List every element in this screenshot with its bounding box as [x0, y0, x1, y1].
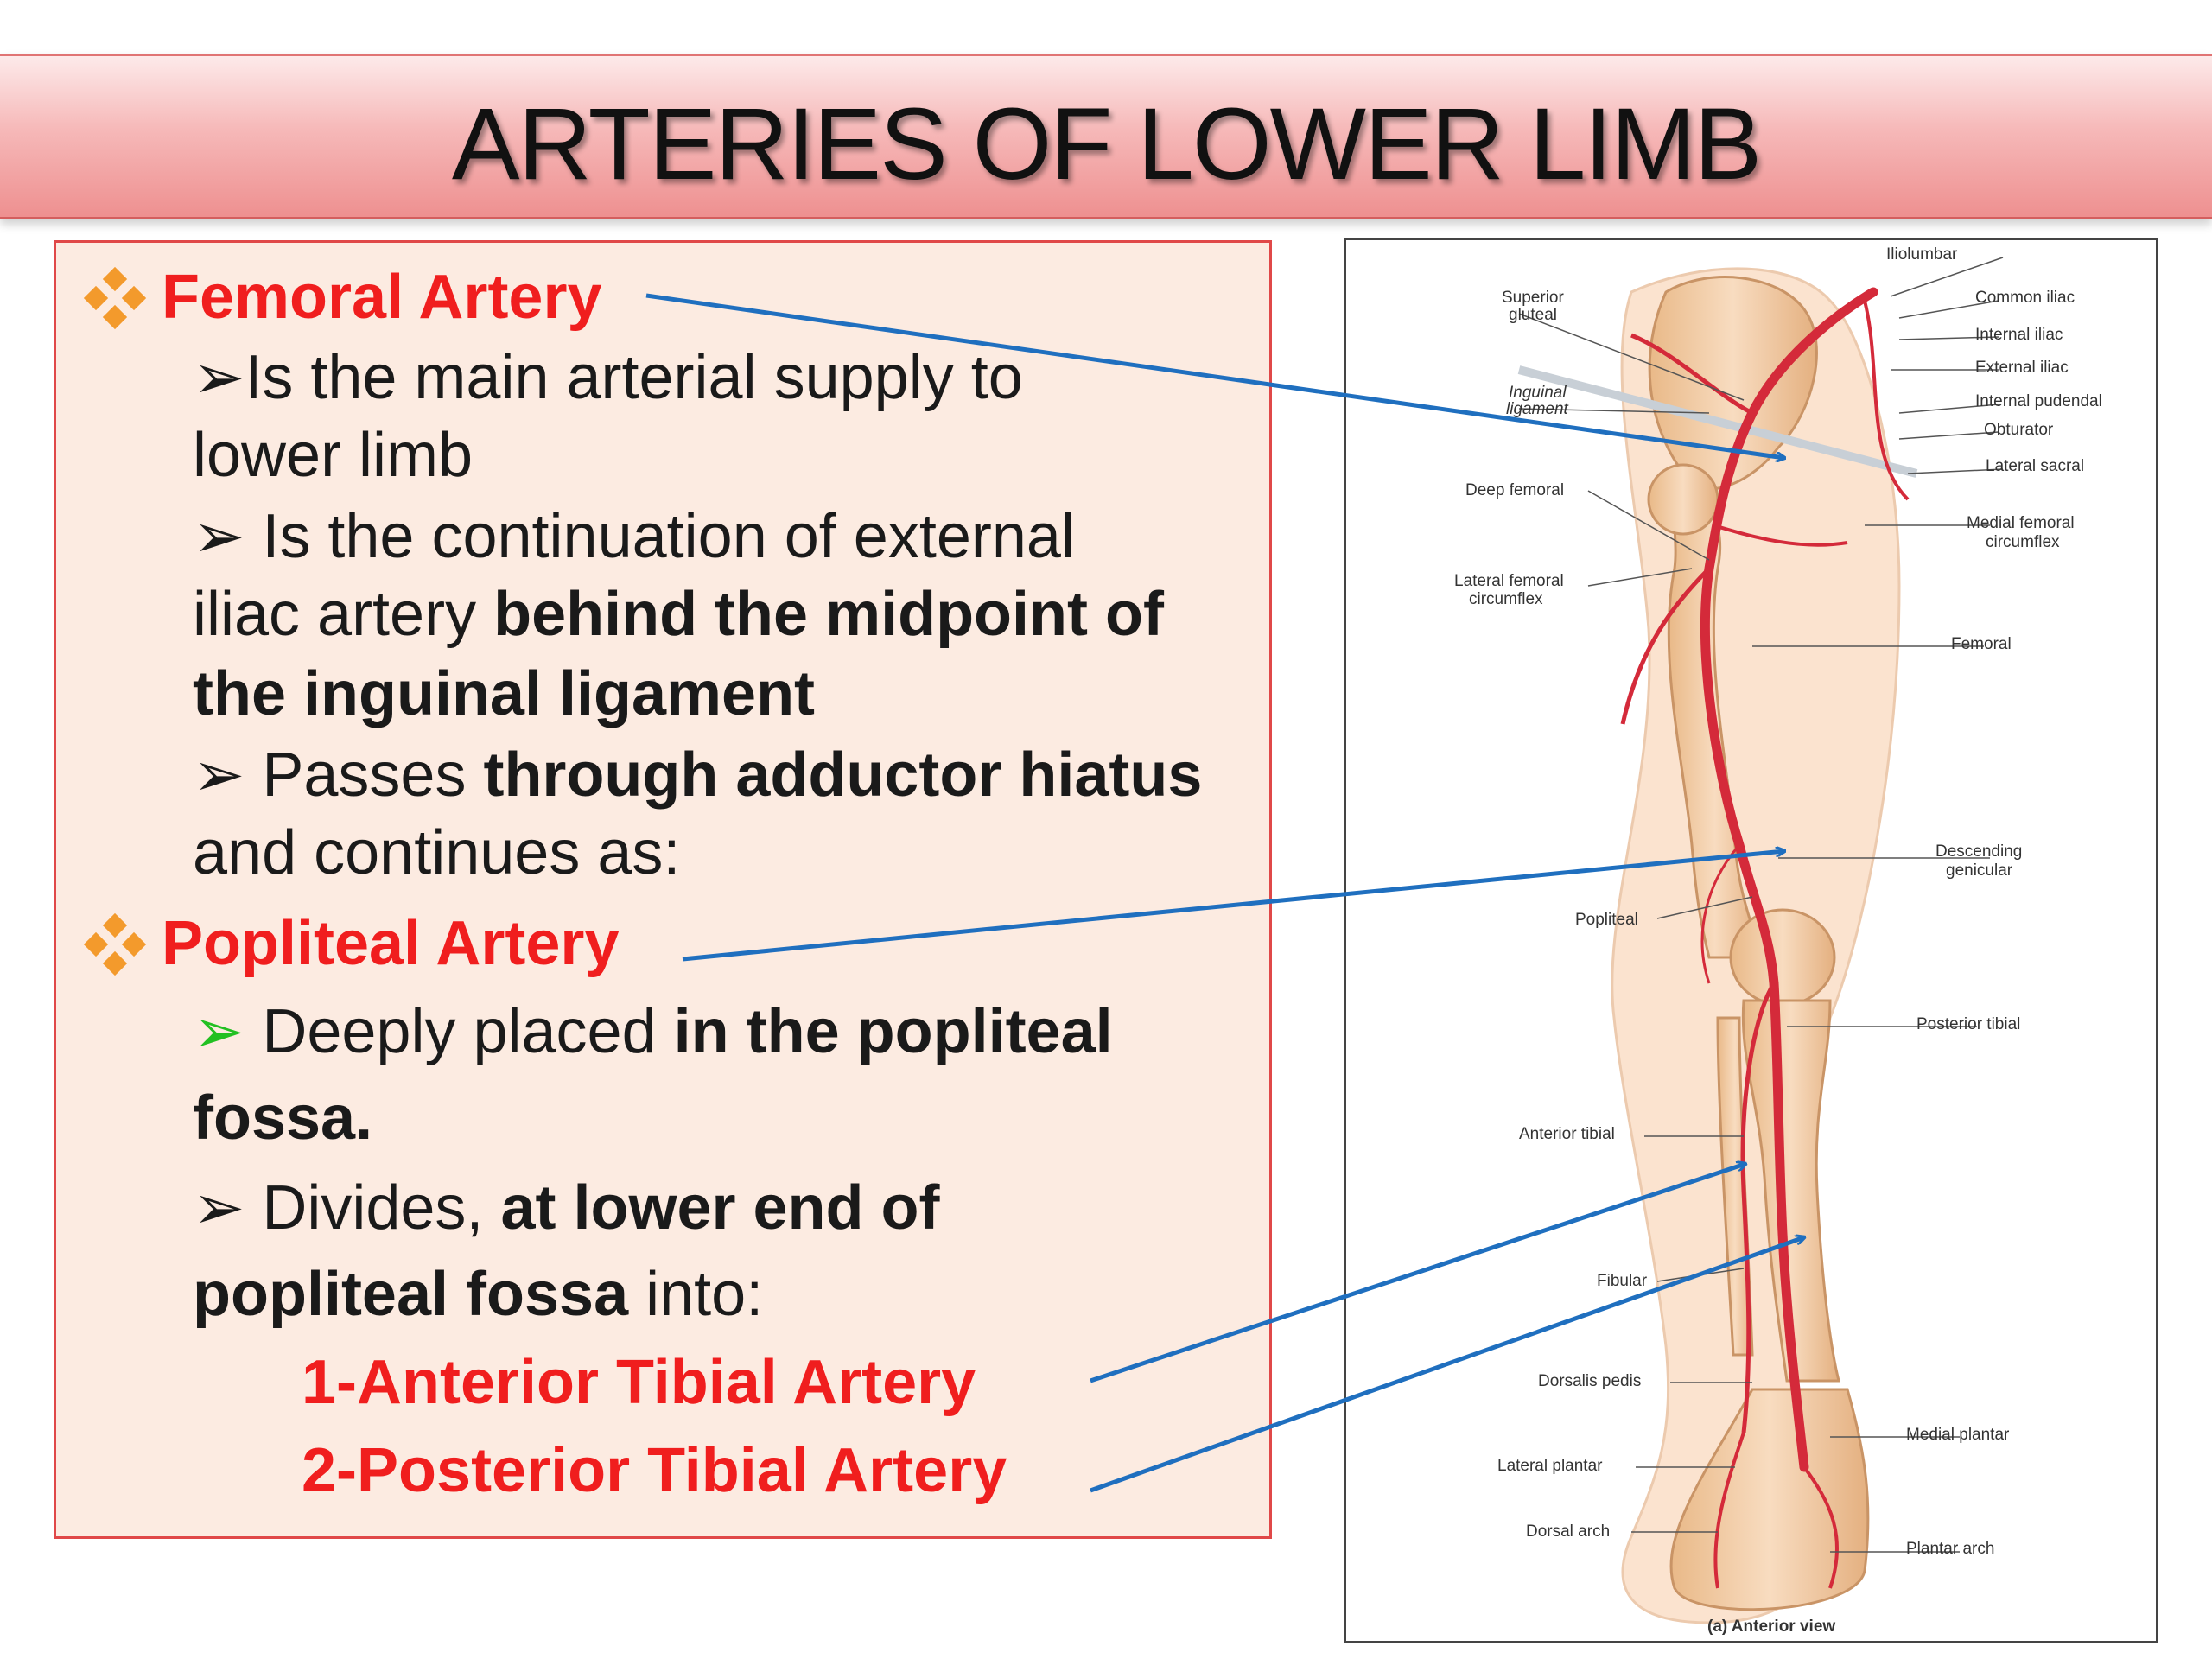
figure-caption: (a) Anterior view	[1707, 1618, 1835, 1636]
artery-branch	[1802, 1465, 1839, 1589]
figure-label: Superior	[1502, 289, 1564, 307]
artery-branch	[1620, 567, 1711, 725]
figure-label: Lateral plantar	[1497, 1457, 1603, 1475]
femoral-bullet-2-line-3: the inguinal ligament	[193, 659, 816, 728]
figure-label: Lateral sacral	[1986, 457, 2084, 475]
figure-label: Internal iliac	[1975, 326, 2063, 344]
femoral-bullet-2-line-2: iliac artery behind the midpoint of	[193, 580, 1164, 649]
femoral-pointer-arrow	[645, 293, 1784, 458]
artery-branch	[1630, 333, 1754, 416]
tibia-bone	[1741, 999, 1840, 1382]
figure-label: Femoral	[1951, 635, 2012, 653]
figure-label: Deep femoral	[1465, 481, 1564, 499]
figure-label: Dorsal arch	[1526, 1522, 1610, 1541]
green-arrow-bullet-icon: ➢	[193, 997, 245, 1066]
femoral-bullet-3-line-1: ➢ Passes through adductor hiatus	[193, 741, 1203, 810]
figure-label: Anterior tibial	[1519, 1125, 1615, 1143]
figure-label: Common iliac	[1975, 289, 2075, 307]
figure-label: Descending	[1936, 842, 2022, 861]
arrow-bullet-icon: ➢	[193, 1173, 245, 1243]
figure-label: Medial plantar	[1906, 1426, 2010, 1444]
artery-branch	[1863, 300, 1910, 501]
popliteal-bullet-2-line-2: popliteal fossa into:	[193, 1260, 764, 1329]
figure-label: genicular	[1946, 861, 2013, 880]
artery-branch	[1713, 1432, 1745, 1589]
popliteal-pointer-arrow	[682, 851, 1784, 962]
inguinal-ligament	[1517, 365, 1918, 478]
figure-label: circumflex	[1986, 533, 2060, 551]
anatomy-figure: Iliolumbar Common iliac Internal iliac E…	[1344, 238, 2158, 1643]
foot-bones	[1669, 1388, 1870, 1611]
figure-label: Dorsalis pedis	[1538, 1372, 1641, 1390]
fibula-bone	[1716, 1016, 1754, 1357]
figure-label: Internal pudendal	[1975, 392, 2102, 410]
popliteal-artery-heading: Popliteal Artery	[162, 909, 620, 978]
femoral-bullet-3-line-2: and continues as:	[193, 818, 681, 887]
posterior-tibial-pointer-arrow	[1090, 1237, 1804, 1493]
popliteal-bullet-1-line-2: fossa.	[193, 1084, 373, 1153]
figure-label: circumflex	[1469, 590, 1543, 608]
femoral-bullet-1-line-2: lower limb	[193, 421, 474, 490]
figure-label: Posterior tibial	[1916, 1015, 2020, 1033]
figure-label: ligament	[1506, 400, 1569, 418]
popliteal-bullet-2-line-1: ➢ Divides, at lower end of	[193, 1173, 940, 1243]
figure-label: External iliac	[1975, 359, 2069, 377]
figure-label: Obturator	[1984, 421, 2054, 439]
branch-anterior-tibial: 1-Anterior Tibial Artery	[302, 1348, 976, 1417]
figure-label: gluteal	[1509, 306, 1557, 324]
figure-label: Fibular	[1597, 1272, 1648, 1290]
anterior-tibial-pointer-arrow	[1090, 1164, 1745, 1383]
figure-label: Lateral femoral	[1454, 572, 1564, 590]
figure-label: Iliolumbar	[1886, 245, 1958, 264]
figure-label: Popliteal	[1575, 911, 1638, 929]
artery-branch	[1713, 524, 1848, 547]
page-title: ARTERIES OF LOWER LIMB	[451, 87, 1762, 201]
arrow-bullet-icon: ➢	[193, 343, 245, 412]
lower-limb-illustration: Iliolumbar Common iliac Internal iliac E…	[1454, 245, 2102, 1636]
artery-branch	[1740, 982, 1777, 1433]
figure-label: Medial femoral	[1967, 514, 2075, 532]
text-panel: Femoral Artery ➢Is the main arterial sup…	[54, 240, 1272, 1539]
figure-label: Inguinal	[1509, 384, 1567, 402]
title-banner: ARTERIES OF LOWER LIMB	[0, 54, 2212, 219]
femoral-bullet-1-line-1: ➢Is the main arterial supply to	[193, 343, 1023, 412]
arrow-bullet-icon: ➢	[193, 741, 245, 810]
leader-lines	[1518, 257, 2004, 1553]
arrow-bullet-icon: ➢	[193, 502, 245, 571]
popliteal-bullet-1-line-1: ➢ Deeply placed in the popliteal	[193, 997, 1113, 1066]
branch-posterior-tibial: 2-Posterior Tibial Artery	[302, 1436, 1007, 1505]
femoral-artery-heading: Femoral Artery	[162, 263, 602, 332]
femoral-bullet-2-line-1: ➢ Is the continuation of external	[193, 502, 1075, 571]
figure-label: Plantar arch	[1906, 1540, 1994, 1558]
